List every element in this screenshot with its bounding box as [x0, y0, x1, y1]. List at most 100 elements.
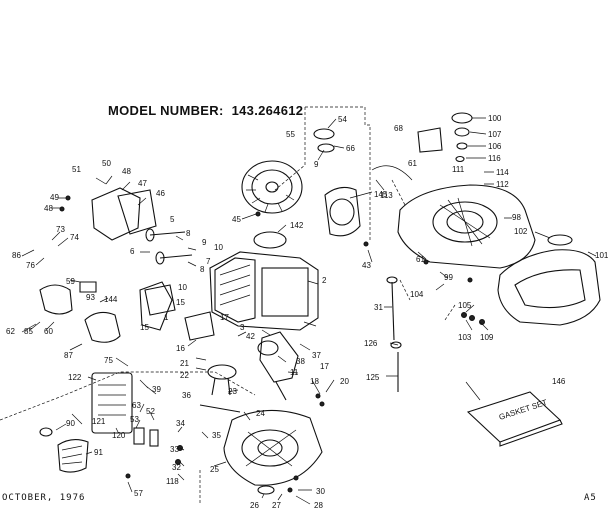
part-number-label: 55: [286, 130, 295, 139]
part-number-label: 90: [66, 419, 75, 428]
gasket-set-booklet: [466, 391, 563, 447]
part-number-label: 45: [232, 215, 241, 224]
control-wire: [371, 165, 413, 181]
footer-date: OCTOBER, 1976: [2, 493, 86, 503]
part-number-label: 144: [104, 295, 118, 304]
part-number-label: 8: [186, 229, 191, 238]
fuel-cap: [451, 112, 473, 163]
part-number-label: 37: [312, 351, 321, 360]
part-number-label: 48: [122, 167, 131, 176]
part-number-label: 112: [496, 180, 509, 189]
model-number-value: 143.264612: [231, 103, 304, 118]
footer-page: A5: [584, 493, 597, 503]
part-number-label: 42: [246, 332, 255, 341]
part-number-label: 30: [316, 487, 325, 496]
oil-dipstick: [386, 276, 402, 392]
part-number-label: 6: [130, 247, 135, 256]
muffler: [91, 372, 133, 434]
part-number-label: 118: [166, 477, 179, 486]
part-number-label: 15: [140, 323, 149, 332]
part-number-label: 61: [416, 255, 425, 264]
part-number-label: 76: [26, 261, 35, 270]
part-number-label: 145: [374, 190, 388, 199]
part-number-label: 48: [44, 204, 53, 213]
fuel-tank: [497, 234, 601, 326]
part-number-label: 103: [458, 333, 472, 342]
part-number-label: 53: [130, 415, 139, 424]
part-number-label: 33: [170, 445, 179, 454]
part-number-label: 60: [44, 327, 53, 336]
part-number-label: 73: [56, 225, 65, 234]
part-number-label: 43: [362, 261, 371, 270]
crankshaft: [257, 331, 299, 401]
part-number-label: 107: [488, 130, 502, 139]
part-number-label: 101: [595, 251, 608, 260]
part-number-label: 32: [172, 463, 181, 472]
part-number-label: 8: [200, 265, 205, 274]
part-number-label: 9: [314, 160, 319, 169]
part-number-label: 116: [488, 154, 501, 163]
part-number-label: 20: [340, 377, 349, 386]
part-number-label: 104: [410, 290, 424, 299]
part-number-label: 52: [146, 407, 155, 416]
part-number-label: 21: [180, 359, 189, 368]
part-number-label: 46: [156, 189, 165, 198]
part-number-label: 36: [182, 391, 191, 400]
part-number-label: 11: [290, 368, 299, 377]
part-number-label: 17: [220, 313, 229, 322]
part-number-label: 24: [256, 409, 265, 418]
part-number-label: 5: [170, 215, 175, 224]
piston-assembly: [144, 284, 215, 341]
part-number-label: 39: [152, 385, 161, 394]
part-number-label: 63: [132, 401, 141, 410]
part-number-label: 38: [296, 357, 305, 366]
part-number-label: 66: [346, 144, 355, 153]
part-number-label: 68: [394, 124, 403, 133]
part-number-label: 50: [102, 159, 111, 168]
part-number-label: 91: [94, 448, 103, 457]
part-number-label: 146: [552, 377, 566, 386]
part-number-label: 34: [176, 419, 185, 428]
part-number-label: 100: [488, 114, 502, 123]
part-number-label: 22: [180, 371, 189, 380]
part-number-label: 9: [202, 238, 207, 247]
part-number-label: 3: [240, 323, 245, 332]
part-number-label: 57: [134, 489, 143, 498]
part-number-label: 105: [458, 301, 472, 310]
part-number-label: 93: [86, 293, 95, 302]
part-number-label: 106: [488, 142, 502, 151]
part-number-label: 27: [272, 501, 281, 510]
part-number-label: 75: [104, 356, 113, 365]
part-number-label: 120: [112, 431, 126, 440]
camshaft-gear: [199, 364, 241, 413]
valves: [145, 228, 193, 265]
part-number-label: 125: [366, 373, 380, 382]
control-bracket: [417, 127, 443, 153]
part-number-label: 114: [496, 168, 509, 177]
part-number-label: 47: [138, 179, 147, 188]
breather-cover: [91, 187, 157, 241]
sump-cover: [223, 409, 323, 486]
rewind-starter: [324, 186, 361, 237]
starter-cup: [313, 128, 335, 153]
part-number-label: 122: [68, 373, 82, 382]
part-number-label: 86: [12, 251, 21, 260]
part-number-label: 18: [310, 377, 319, 386]
part-number-label: 26: [250, 501, 259, 510]
model-number-label: MODEL NUMBER:: [108, 103, 224, 118]
part-number-label: 61: [408, 159, 417, 168]
part-number-label: 99: [444, 273, 453, 282]
part-number-label: 28: [314, 501, 323, 510]
part-number-label: 1: [164, 313, 169, 322]
part-labels: 1001071061161141121116861545566914511398…: [6, 114, 608, 510]
part-number-label: 17: [320, 362, 329, 371]
part-number-label: 51: [72, 165, 81, 174]
part-number-label: 87: [64, 351, 73, 360]
blower-housing: [397, 184, 536, 269]
part-number-label: 62: [6, 327, 15, 336]
part-number-label: 16: [176, 344, 185, 353]
part-number-label: 85: [24, 327, 33, 336]
fasteners: [39, 195, 485, 495]
